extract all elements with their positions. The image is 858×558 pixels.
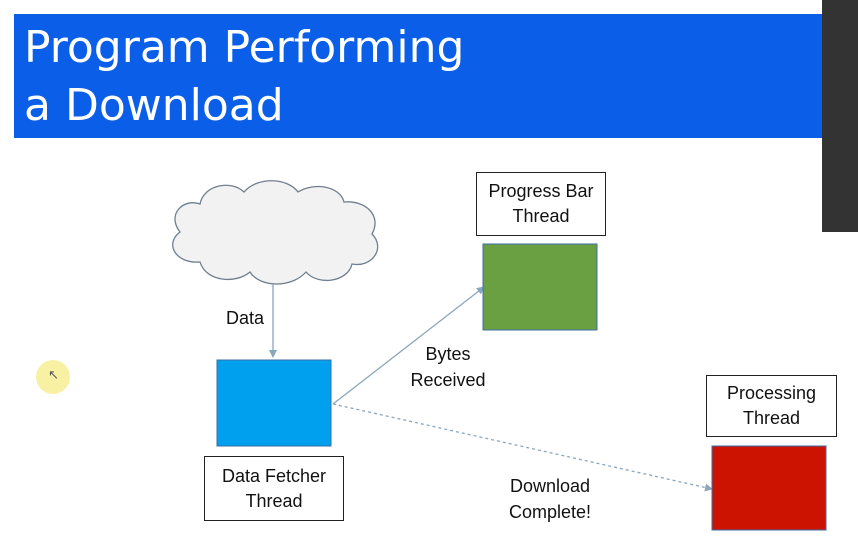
processing-label-line-2: Thread: [742, 408, 801, 428]
side-panel: [822, 0, 858, 232]
data-fetcher-box: [216, 359, 332, 447]
progress-bar-label-line-2: Thread: [512, 206, 570, 226]
progress-bar-box: [482, 243, 598, 331]
processing-thread-label: Processing Thread: [706, 375, 837, 437]
mouse-cursor-icon: ↖: [48, 368, 59, 383]
processing-label-line-1: Processing: [726, 383, 817, 403]
slide-title-line-1: Program Performing: [24, 22, 465, 73]
data-fetcher-label-line-2: Thread: [245, 490, 303, 511]
download-complete-arrow: [332, 403, 713, 492]
download-complete-line-1: Download: [509, 476, 591, 496]
download-complete-line-2: Complete!: [508, 502, 592, 522]
slide-title-line-2: a Download: [24, 80, 284, 131]
download-complete-label: Download Complete!: [490, 473, 610, 525]
cursor-highlight: [36, 360, 70, 394]
processing-box: [711, 445, 827, 531]
data-fetcher-label-line-1: Data Fetcher: [221, 465, 327, 486]
data-fetcher-thread-label: Data Fetcher Thread: [204, 456, 344, 521]
bytes-received-line-1: Bytes: [425, 344, 471, 364]
bytes-received-arrow: [332, 286, 485, 405]
title-bar: Program Performing a Download: [14, 14, 822, 138]
cloud-icon: [172, 180, 379, 285]
progress-bar-thread-label: Progress Bar Thread: [476, 172, 606, 236]
bytes-received-line-2: Received: [410, 370, 486, 390]
bytes-received-label: Bytes Received: [398, 341, 498, 393]
data-edge-label: Data: [225, 308, 265, 328]
progress-bar-label-line-1: Progress Bar: [488, 181, 594, 201]
